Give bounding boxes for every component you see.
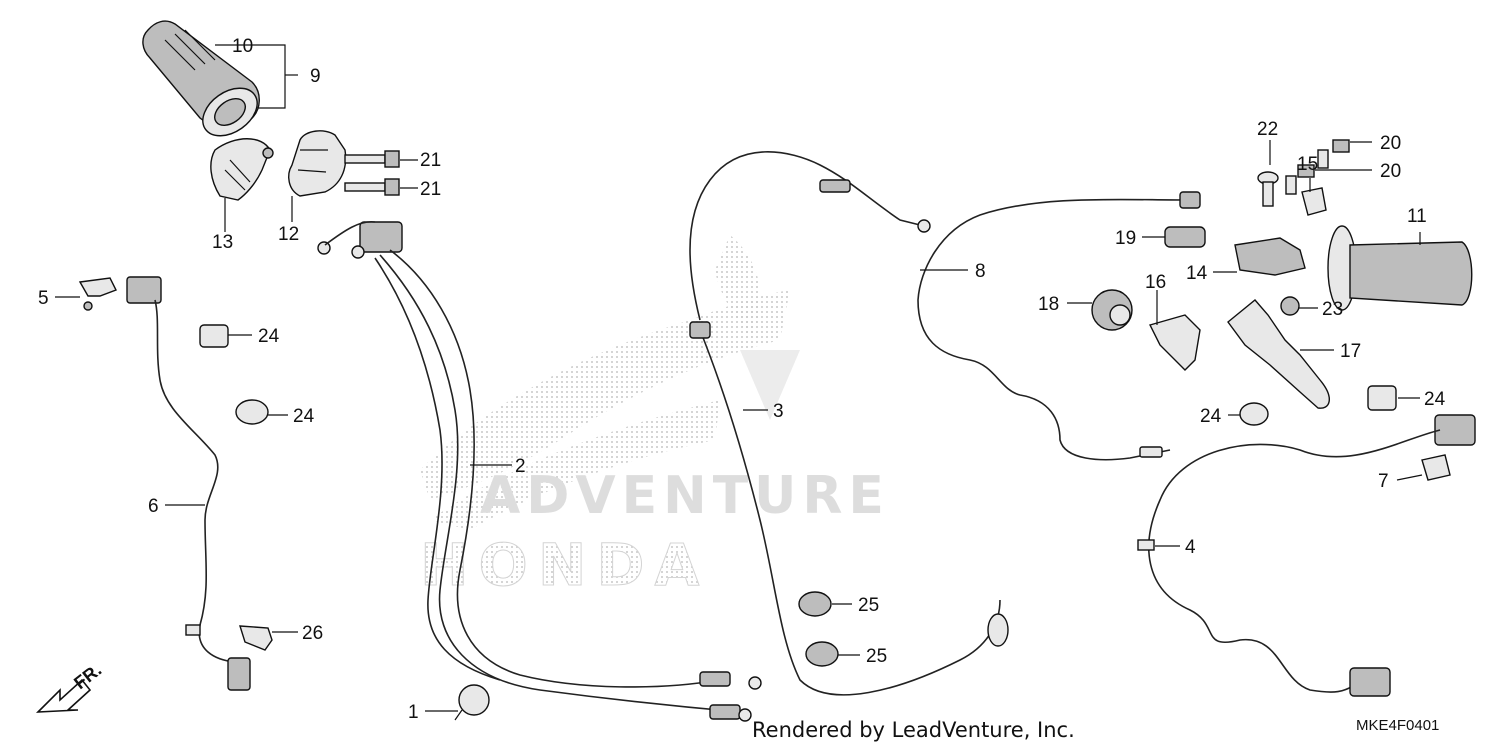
callout-24-b[interactable]: 24 — [293, 406, 315, 427]
clamp-5-part[interactable] — [78, 277, 117, 311]
callout-21-lower[interactable]: 21 — [420, 179, 441, 200]
bolt-21-lower-part[interactable] — [344, 178, 400, 196]
clamp-25-b-part[interactable] — [805, 641, 839, 667]
band-1-part[interactable] — [454, 684, 490, 721]
clip-24-c-part[interactable] — [1239, 402, 1269, 426]
leader-lines — [55, 44, 1423, 712]
callout-18[interactable]: 18 — [1038, 294, 1059, 315]
callout-20-lower[interactable]: 20 — [1380, 161, 1401, 182]
callout-labels: 10 9 13 12 21 21 5 24 24 6 26 2 1 3 25 2… — [38, 36, 1446, 723]
throttle-cable-2-part[interactable] — [317, 220, 762, 722]
callout-24-c[interactable]: 24 — [1200, 406, 1222, 427]
callout-25-a[interactable]: 25 — [858, 595, 879, 616]
clip-24-b-part[interactable] — [235, 399, 269, 425]
callout-21-upper[interactable]: 21 — [420, 150, 441, 171]
diagram-code: MKE4F0401 — [1356, 717, 1440, 734]
callout-25-b[interactable]: 25 — [866, 646, 887, 667]
bolt-22-part[interactable] — [1257, 171, 1279, 207]
callout-6[interactable]: 6 — [148, 496, 159, 517]
callout-14[interactable]: 14 — [1186, 263, 1208, 284]
holder-15-part[interactable] — [1301, 187, 1327, 216]
switch-harness-4-part[interactable] — [1137, 414, 1476, 697]
callout-10[interactable]: 10 — [232, 36, 253, 57]
adventure-watermark-text: ADVENTURE — [480, 466, 890, 526]
callout-23[interactable]: 23 — [1322, 299, 1343, 320]
throttle-grip-part[interactable] — [142, 20, 266, 145]
cable-8-part[interactable] — [917, 191, 1201, 461]
switch-harness-6-part[interactable] — [126, 276, 251, 691]
callout-5[interactable]: 5 — [38, 288, 49, 309]
switch-18-part[interactable] — [1091, 289, 1133, 331]
lever-17-part[interactable] — [1227, 299, 1330, 409]
bolt-21-upper-part[interactable] — [344, 150, 400, 168]
clamp-25-a-part[interactable] — [798, 591, 832, 617]
callout-20-upper[interactable]: 20 — [1380, 133, 1401, 154]
callout-11[interactable]: 11 — [1407, 206, 1427, 227]
lever-holder-14-part[interactable] — [1234, 237, 1306, 276]
callout-15[interactable]: 15 — [1297, 154, 1318, 175]
callout-13[interactable]: 13 — [212, 232, 233, 253]
callout-22[interactable]: 22 — [1257, 119, 1278, 140]
bolt-20-upper-part[interactable] — [1317, 139, 1350, 169]
throttle-housing-lower-part[interactable] — [210, 138, 274, 201]
callout-24-a[interactable]: 24 — [258, 326, 280, 347]
throttle-housing-upper-part[interactable] — [288, 130, 347, 197]
callout-7[interactable]: 7 — [1378, 471, 1389, 492]
adjuster-19-part[interactable] — [1164, 226, 1206, 248]
callout-1[interactable]: 1 — [408, 702, 419, 723]
nut-23-part[interactable] — [1280, 296, 1300, 316]
footer-credit: Rendered by LeadVenture, Inc. — [752, 718, 1075, 742]
front-direction-arrow-icon: FR. — [35, 660, 105, 713]
callout-4[interactable]: 4 — [1185, 537, 1196, 558]
callout-17[interactable]: 17 — [1340, 341, 1361, 362]
clip-24-d-part[interactable] — [1367, 385, 1397, 411]
clip-26-part[interactable] — [239, 625, 273, 651]
callout-9[interactable]: 9 — [310, 66, 321, 87]
callout-12[interactable]: 12 — [278, 224, 299, 245]
bracket-16-part[interactable] — [1148, 314, 1201, 371]
callout-3[interactable]: 3 — [773, 401, 784, 422]
callout-19[interactable]: 19 — [1115, 228, 1136, 249]
honda-wing-watermark: ADVENTURE HONDA — [420, 235, 890, 600]
clip-24-a-part[interactable] — [199, 324, 229, 348]
clutch-cable-3-part[interactable] — [689, 151, 1009, 696]
callout-2[interactable]: 2 — [515, 456, 526, 477]
callout-24-d[interactable]: 24 — [1424, 389, 1446, 410]
bolt-20-lower-part[interactable] — [1285, 164, 1315, 195]
honda-watermark-text: HONDA — [420, 531, 709, 599]
callout-26[interactable]: 26 — [302, 623, 323, 644]
clamp-7-part[interactable] — [1421, 454, 1451, 481]
grip-11-part[interactable] — [1327, 225, 1473, 311]
callout-16[interactable]: 16 — [1145, 272, 1166, 293]
callout-8[interactable]: 8 — [975, 261, 986, 282]
